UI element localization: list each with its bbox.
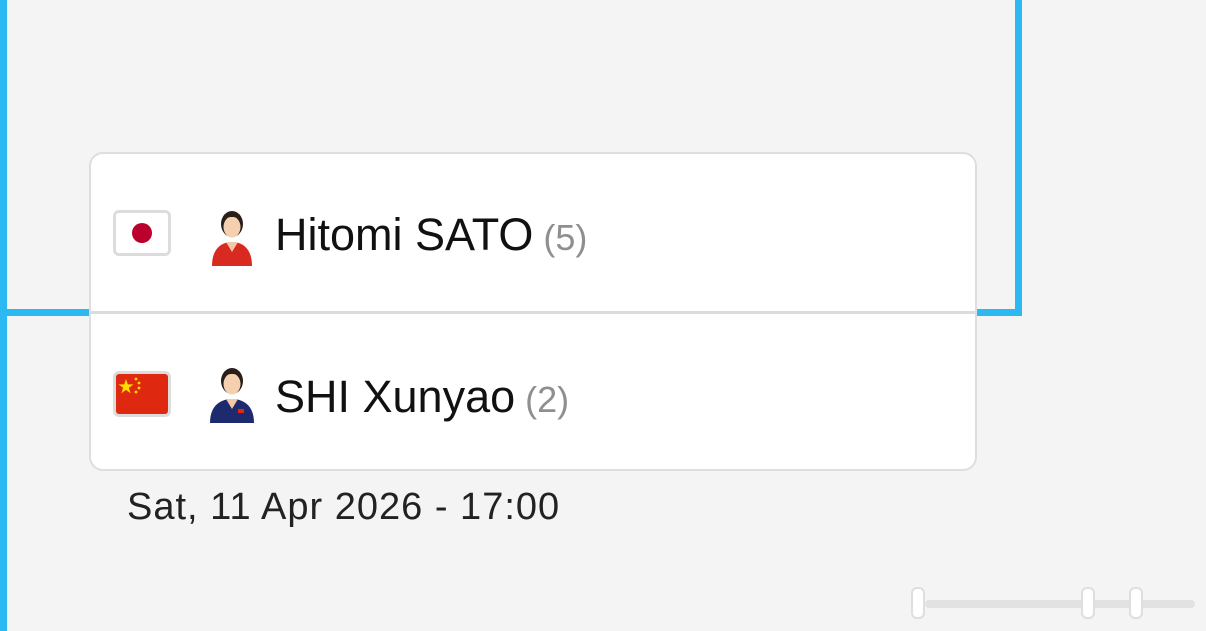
scroll-handle[interactable]	[1081, 587, 1095, 619]
scroll-handle[interactable]	[911, 587, 925, 619]
player-avatar-icon	[204, 202, 260, 266]
player-name: SHI Xunyao(2)	[275, 374, 569, 419]
player-name-text: Hitomi SATO	[275, 209, 534, 260]
match-card[interactable]: Hitomi SATO(5) SH	[89, 152, 977, 471]
scroll-handle[interactable]	[1129, 587, 1143, 619]
player-name: Hitomi SATO(5)	[275, 212, 587, 257]
player-name-text: SHI Xunyao	[275, 371, 516, 422]
bracket-line-right	[1015, 0, 1022, 316]
china-flag-icon	[113, 371, 171, 417]
row-divider	[91, 311, 975, 314]
player-avatar-icon	[204, 359, 260, 423]
japan-flag-icon	[113, 210, 171, 256]
match-datetime: Sat, 11 Apr 2026 - 17:00	[127, 486, 561, 528]
scroll-track[interactable]	[925, 600, 1195, 608]
player-row-2[interactable]: SHI Xunyao(2)	[91, 314, 975, 472]
seed-badge: (2)	[525, 379, 570, 420]
scroll-widget[interactable]	[905, 585, 1201, 621]
seed-badge: (5)	[543, 217, 588, 258]
player-row-1[interactable]: Hitomi SATO(5)	[91, 154, 975, 312]
